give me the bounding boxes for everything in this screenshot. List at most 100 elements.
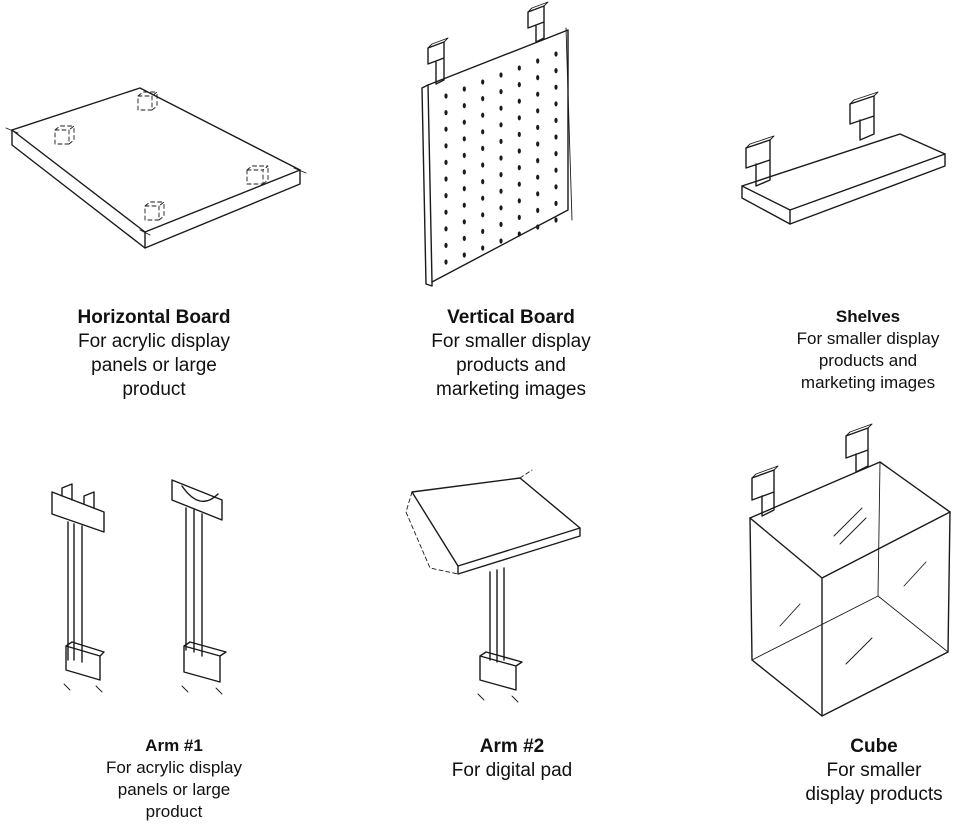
peg-hole: [462, 235, 466, 241]
peg-hole: [462, 136, 466, 142]
peg-hole: [499, 172, 503, 178]
shelf-bracket-right: [849, 91, 879, 141]
peg-hole: [517, 131, 521, 137]
caption-horizontal-board: Horizontal Board For acrylic display pan…: [38, 306, 270, 402]
peg-hole: [444, 176, 448, 182]
peg-hole: [554, 51, 558, 57]
vertical-board-title: Vertical Board: [447, 307, 575, 328]
arm-right: [171, 479, 227, 695]
caption-arm-1: Arm #1 For acrylic display panels or lar…: [58, 735, 290, 823]
peg-hole: [481, 162, 485, 168]
horizontal-board-title: Horizontal Board: [77, 307, 231, 328]
peg-hole: [444, 159, 448, 165]
peg-hole: [481, 228, 485, 234]
mount-bracket-left: [427, 37, 449, 85]
peg-hole: [481, 79, 485, 85]
peg-hole: [462, 186, 466, 192]
peg-hole: [499, 238, 503, 244]
peg-hole: [554, 68, 558, 74]
caption-vertical-board: Vertical Board For smaller display produ…: [395, 306, 627, 402]
corner-block-4: [144, 201, 165, 221]
arm-1-sketch: [51, 479, 227, 695]
peg-hole: [536, 174, 540, 180]
peg-hole: [499, 188, 503, 194]
peg-hole: [499, 205, 503, 211]
peg-holes: [444, 51, 558, 265]
peg-hole: [462, 252, 466, 258]
peg-hole: [444, 259, 448, 265]
cube-bracket-left: [751, 465, 779, 517]
peg-hole: [554, 117, 558, 123]
shelves-description: For smaller display products and marketi…: [796, 329, 940, 392]
horizontal-board-sketch: [5, 87, 307, 249]
peg-hole: [554, 84, 558, 90]
peg-hole: [481, 212, 485, 218]
caption-cube: Cube For smaller display products: [758, 735, 960, 807]
peg-hole: [554, 167, 558, 173]
peg-hole: [444, 193, 448, 199]
peg-hole: [499, 72, 503, 78]
peg-hole: [517, 65, 521, 71]
peg-hole: [444, 110, 448, 116]
corner-block-2: [54, 125, 75, 145]
peg-hole: [499, 138, 503, 144]
peg-hole: [444, 126, 448, 132]
peg-hole: [444, 226, 448, 232]
peg-hole: [481, 145, 485, 151]
cube-sketch: [749, 423, 951, 717]
peg-hole: [462, 103, 466, 109]
peg-hole: [517, 115, 521, 121]
caption-shelves: Shelves For smaller display products and…: [752, 306, 960, 394]
arm-left: [51, 483, 105, 693]
peg-hole: [554, 184, 558, 190]
peg-hole: [517, 98, 521, 104]
peg-hole: [462, 119, 466, 125]
arm-1-title: Arm #1: [145, 736, 203, 755]
peg-hole: [517, 165, 521, 171]
shelves-title: Shelves: [835, 307, 901, 326]
peg-hole: [517, 148, 521, 154]
peg-hole: [462, 219, 466, 225]
peg-hole: [481, 112, 485, 118]
peg-hole: [554, 134, 558, 140]
peg-hole: [536, 207, 540, 213]
shelf-bracket-left: [745, 135, 775, 187]
peg-hole: [444, 209, 448, 215]
peg-hole: [536, 158, 540, 164]
peg-hole: [517, 231, 521, 237]
peg-hole: [499, 155, 503, 161]
peg-hole: [536, 108, 540, 114]
peg-hole: [536, 141, 540, 147]
peg-hole: [499, 221, 503, 227]
mount-bracket-right: [527, 1, 549, 43]
peg-hole: [536, 58, 540, 64]
peg-hole: [554, 151, 558, 157]
peg-hole: [462, 152, 466, 158]
peg-hole: [554, 101, 558, 107]
peg-hole: [481, 195, 485, 201]
peg-hole: [444, 93, 448, 99]
vertical-board-description: For smaller display products and marketi…: [431, 331, 591, 400]
caption-arm-2: Arm #2 For digital pad: [396, 735, 628, 783]
peg-hole: [481, 129, 485, 135]
cube-description: For smaller display products: [805, 760, 943, 805]
arm-2-title: Arm #2: [479, 736, 545, 757]
horizontal-board-description: For acrylic display panels or large prod…: [77, 331, 231, 400]
peg-hole: [462, 169, 466, 175]
peg-hole: [481, 245, 485, 251]
peg-hole: [536, 124, 540, 130]
cube-title: Cube: [850, 736, 898, 757]
cube-bracket-right: [845, 423, 873, 473]
peg-hole: [517, 181, 521, 187]
peg-hole: [462, 202, 466, 208]
peg-hole: [444, 143, 448, 149]
peg-hole: [536, 75, 540, 81]
shelf-sketch: [741, 91, 946, 225]
peg-hole: [554, 200, 558, 206]
arm-2-description: For digital pad: [451, 760, 573, 781]
peg-hole: [499, 122, 503, 128]
peg-hole: [499, 105, 503, 111]
vertical-board-sketch: [421, 1, 573, 287]
peg-hole: [536, 224, 540, 230]
peg-hole: [536, 191, 540, 197]
